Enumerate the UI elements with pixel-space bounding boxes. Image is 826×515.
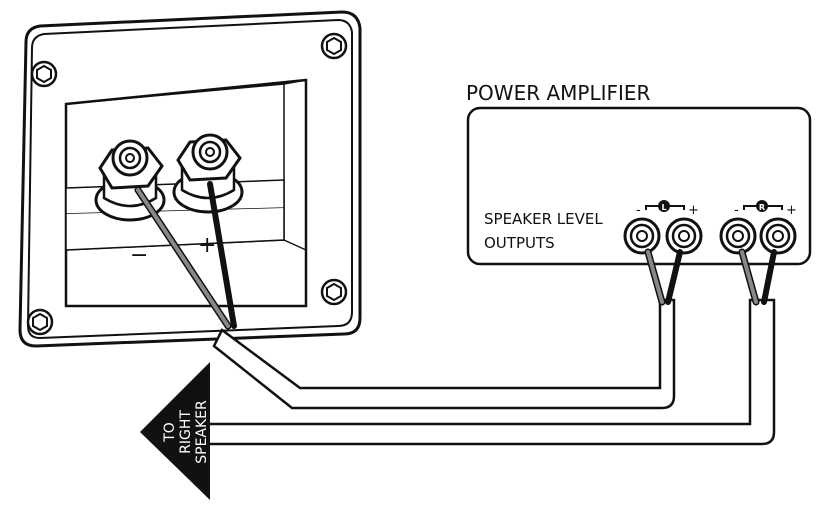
- output-label-line2: OUTPUTS: [484, 234, 555, 252]
- speaker-terminal-panel: − +: [18, 10, 362, 348]
- right-negative-jack-icon: [719, 217, 757, 255]
- left-channel-marker: - L +: [636, 200, 699, 218]
- screw-icon: [26, 308, 54, 336]
- screw-icon: [320, 278, 348, 306]
- arrow-text-line1: TO: [162, 422, 178, 443]
- positive-binding-post-icon: [172, 133, 244, 214]
- panel-plus-symbol: +: [198, 233, 216, 258]
- right-channel-leads: [738, 248, 777, 306]
- left-channel-leads: [644, 248, 683, 306]
- arrow-text-line3: SPEAKER: [194, 400, 210, 464]
- speaker-cable: [134, 181, 676, 410]
- to-right-speaker-arrow: TO RIGHT SPEAKER: [140, 362, 210, 500]
- left-minus-sign: -: [636, 203, 641, 218]
- power-amplifier: POWER AMPLIFIER SPEAKER LEVEL OUTPUTS - …: [466, 81, 812, 306]
- left-negative-jack-icon: [623, 217, 661, 255]
- output-label-line1: SPEAKER LEVEL: [484, 210, 603, 228]
- panel-minus-symbol: −: [130, 243, 148, 268]
- arrow-text-line2: RIGHT: [178, 410, 194, 454]
- right-channel-marker: - R +: [734, 200, 797, 218]
- left-plus-sign: +: [688, 203, 699, 218]
- screw-icon: [30, 60, 58, 88]
- right-plus-sign: +: [786, 203, 797, 218]
- left-positive-jack-icon: [665, 217, 703, 255]
- screw-icon: [320, 32, 348, 60]
- left-channel-badge: L: [661, 203, 666, 212]
- right-minus-sign: -: [734, 203, 739, 218]
- right-positive-jack-icon: [759, 217, 797, 255]
- amplifier-title: POWER AMPLIFIER: [466, 81, 651, 105]
- right-channel-badge: R: [759, 203, 765, 212]
